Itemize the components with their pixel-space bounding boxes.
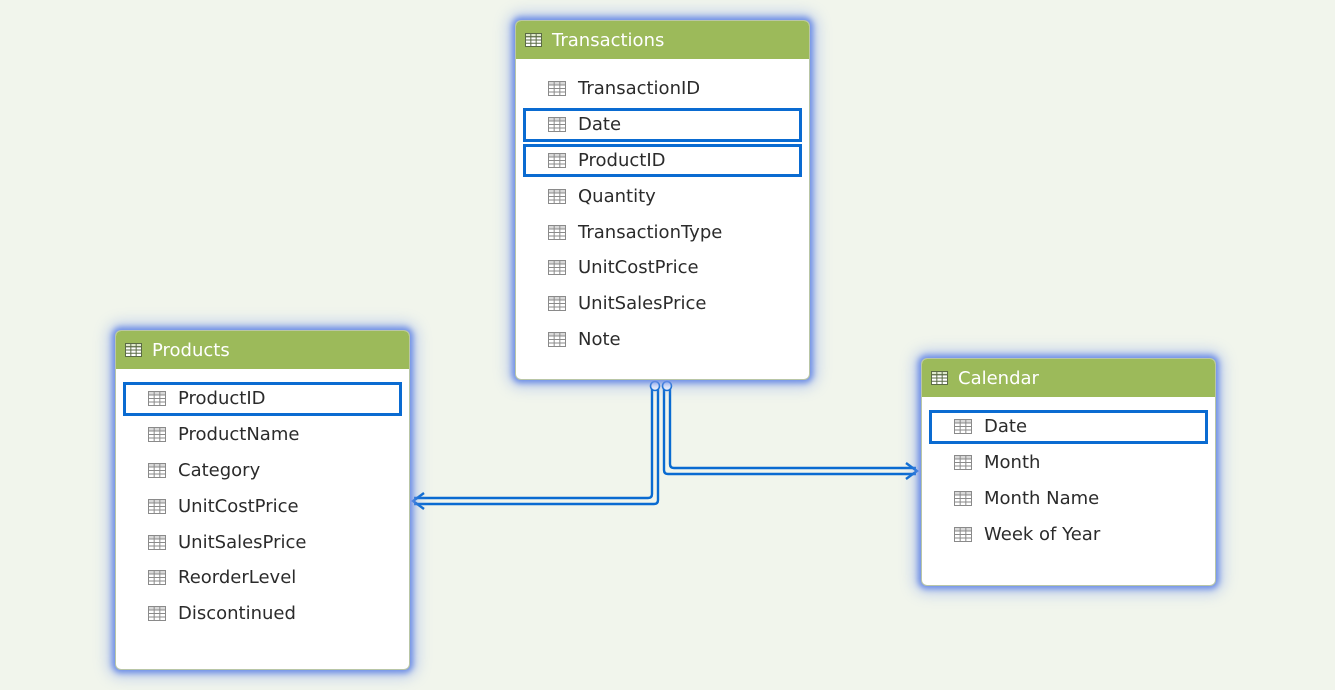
field-date[interactable]: Date [516,107,809,143]
column-grid-icon [548,117,566,133]
column-grid-icon [954,455,972,471]
field-discontinued[interactable]: Discontinued [116,596,409,632]
field-label: ReorderLevel [178,567,297,589]
column-grid-icon [548,331,566,347]
relationship-date[interactable] [662,388,920,480]
column-grid-icon [548,152,566,168]
connector-endpoint [661,380,673,392]
column-grid-icon [148,606,166,622]
field-label: ProductID [178,388,266,410]
field-label: TransactionID [578,78,701,100]
relationship-productid[interactable] [410,388,660,510]
connector-endpoint [649,380,661,392]
field-label: Date [578,114,622,136]
field-week-of-year[interactable]: Week of Year [922,516,1215,552]
field-transactionid[interactable]: TransactionID [516,71,809,107]
field-label: UnitSalesPrice [578,293,707,315]
table-header-calendar[interactable]: Calendar [922,359,1215,397]
field-productid[interactable]: ProductID [116,381,409,417]
table-title: Products [152,339,230,361]
field-transactiontype[interactable]: TransactionType [516,214,809,250]
column-grid-icon [548,224,566,240]
column-grid-icon [954,490,972,506]
column-grid-icon [954,526,972,542]
field-label: Month [984,452,1041,474]
table-title: Calendar [958,367,1039,389]
column-grid-icon [148,534,166,550]
column-grid-icon [148,427,166,443]
column-grid-icon [148,570,166,586]
field-label: Note [578,328,621,350]
table-grid-icon [525,33,542,47]
table-header-transactions[interactable]: Transactions [516,21,809,59]
field-label: UnitCostPrice [578,257,699,279]
field-label: ProductID [578,149,666,171]
column-grid-icon [548,296,566,312]
column-grid-icon [148,462,166,478]
field-unitsalesprice[interactable]: UnitSalesPrice [116,524,409,560]
field-label: ProductName [178,424,300,446]
field-note[interactable]: Note [516,322,809,358]
column-grid-icon [548,260,566,276]
field-label: Category [178,459,261,481]
table-grid-icon [931,371,948,385]
field-productid[interactable]: ProductID [516,143,809,179]
field-date[interactable]: Date [922,409,1215,445]
field-quantity[interactable]: Quantity [516,178,809,214]
column-grid-icon [548,188,566,204]
table-grid-icon [125,343,142,357]
table-title: Transactions [552,29,665,51]
field-label: Week of Year [984,523,1101,545]
field-label: UnitSalesPrice [178,531,307,553]
field-label: UnitCostPrice [178,495,299,517]
column-grid-icon [148,391,166,407]
field-label: Discontinued [178,603,296,625]
field-label: Month Name [984,487,1100,509]
field-month-name[interactable]: Month Name [922,481,1215,517]
field-label: Quantity [578,185,656,207]
field-unitcostprice[interactable]: UnitCostPrice [516,250,809,286]
field-label: Date [984,416,1028,438]
field-unitcostprice[interactable]: UnitCostPrice [116,488,409,524]
field-unitsalesprice[interactable]: UnitSalesPrice [516,286,809,322]
column-grid-icon [954,419,972,435]
field-productname[interactable]: ProductName [116,417,409,453]
field-month[interactable]: Month [922,445,1215,481]
field-label: TransactionType [578,221,723,243]
table-header-products[interactable]: Products [116,331,409,369]
column-grid-icon [148,498,166,514]
column-grid-icon [548,81,566,97]
field-category[interactable]: Category [116,453,409,489]
field-reorderlevel[interactable]: ReorderLevel [116,560,409,596]
